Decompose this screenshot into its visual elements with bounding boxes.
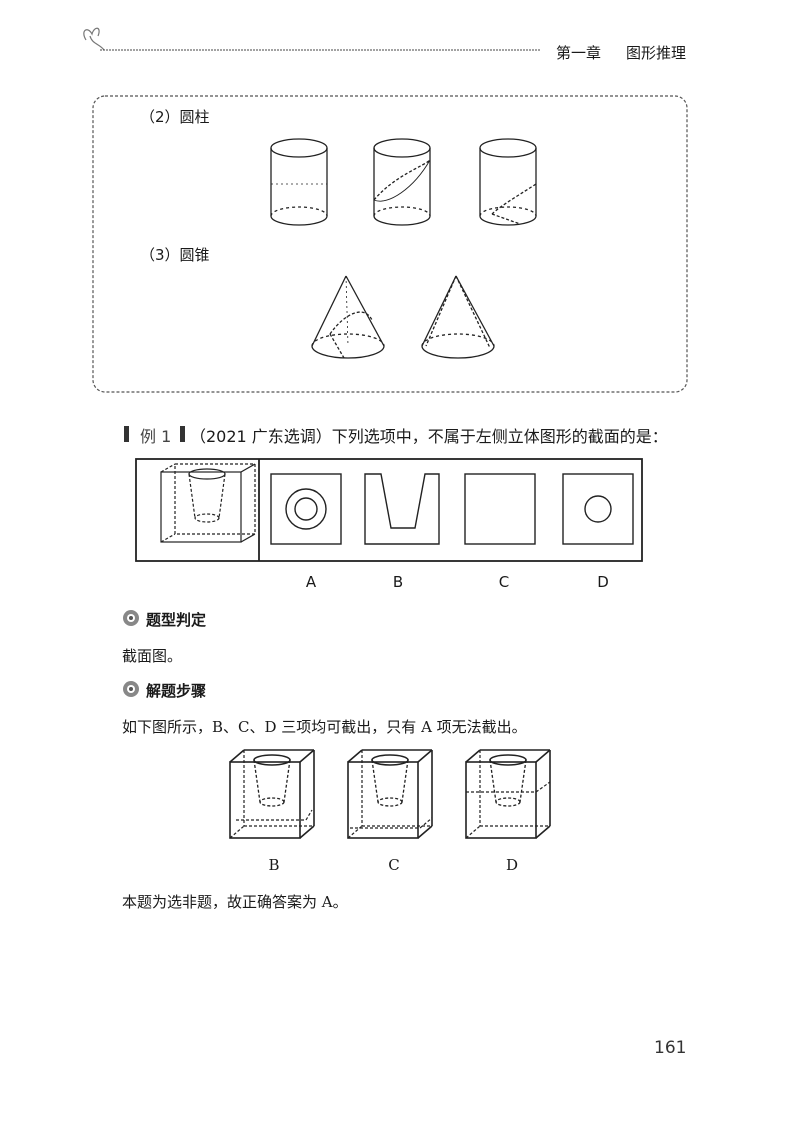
chapter-title: 图形推理 xyxy=(626,44,687,62)
type-section-icon xyxy=(123,610,139,626)
solution-label-c: C xyxy=(388,856,400,874)
chapter-label: 第一章 xyxy=(556,44,602,62)
example-marker-bar-left xyxy=(124,426,129,442)
solid-cube-with-cup xyxy=(160,463,256,543)
section-cylinder-label: （2）圆柱 xyxy=(140,108,210,126)
cylinder-figures xyxy=(270,138,537,226)
type-section-heading: 题型判定 xyxy=(146,611,207,629)
header-ornament xyxy=(83,27,105,51)
option-b-shape xyxy=(364,473,440,545)
option-a-shape xyxy=(270,473,342,545)
section-cone-label: （3）圆锥 xyxy=(140,246,210,264)
option-d-label: D xyxy=(597,573,609,591)
cone-1 xyxy=(311,275,385,359)
solution-heading: 解题步骤 xyxy=(146,682,207,700)
solution-conclusion: 本题为选非题，故正确答案为 A。 xyxy=(122,893,348,911)
option-b-label: B xyxy=(392,573,404,591)
solution-cube-d xyxy=(465,749,551,839)
options-figure xyxy=(135,458,643,562)
solution-label-d: D xyxy=(505,856,519,874)
option-c-label: C xyxy=(498,573,510,591)
example-marker-bar-right xyxy=(180,426,185,442)
solution-text: 如下图所示，B、C、D 三项均可截出，只有 A 项无法截出。 xyxy=(122,718,527,736)
solution-cube-c xyxy=(347,749,433,839)
solution-label-b: B xyxy=(268,856,280,874)
option-c-shape xyxy=(464,473,536,545)
figure-box xyxy=(92,95,688,393)
example-marker: 例 1 xyxy=(140,427,172,446)
example-question: （2021 广东选调）下列选项中，不属于左侧立体图形的截面的是： xyxy=(190,427,668,446)
cylinder-2 xyxy=(373,138,431,226)
cone-figures xyxy=(311,275,495,359)
cone-2 xyxy=(421,275,495,359)
header-rule xyxy=(100,49,540,51)
option-a-label: A xyxy=(305,573,317,591)
page-number: 161 xyxy=(654,1038,687,1058)
option-d-shape xyxy=(562,473,634,545)
solution-cube-b xyxy=(229,749,315,839)
cylinder-3 xyxy=(479,138,537,226)
solution-section-icon xyxy=(123,681,139,697)
type-section-text: 截面图。 xyxy=(122,647,183,665)
solution-figures xyxy=(229,749,551,839)
cylinder-1 xyxy=(270,138,328,226)
